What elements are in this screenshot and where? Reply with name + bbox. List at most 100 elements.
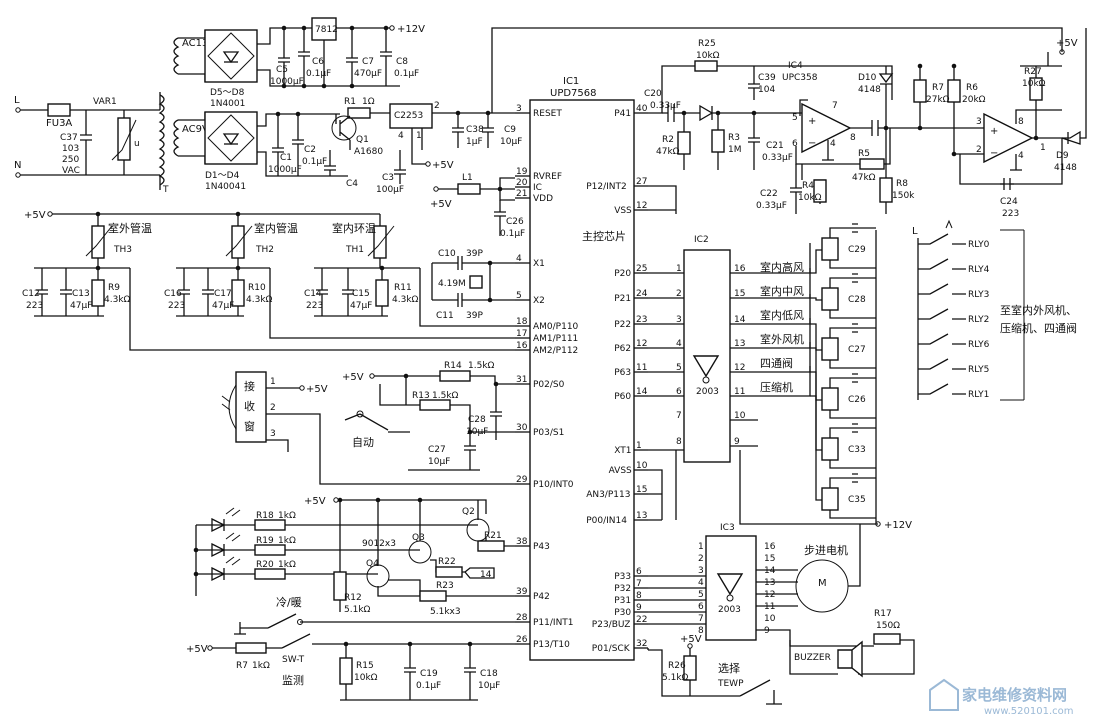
c2-name: C2 bbox=[304, 145, 316, 155]
ic3-out-num: 15 bbox=[764, 554, 775, 564]
r15-val: 10kΩ bbox=[354, 673, 378, 683]
rail-12v-right: +12V bbox=[739, 230, 912, 531]
ic3-in-num: 6 bbox=[698, 602, 704, 612]
th3-label: 室外管温 bbox=[108, 221, 152, 235]
reg-name: 7812 bbox=[315, 25, 338, 35]
ic1-pin-name: P01/SCK bbox=[592, 644, 631, 654]
relay-cap-name: C28 bbox=[848, 295, 866, 305]
ic1-pin-name: P00/IN14 bbox=[586, 516, 627, 526]
r18-name: R18 bbox=[256, 511, 274, 521]
ic1-pin-name: RESET bbox=[533, 109, 562, 119]
c8-val: 0.1μF bbox=[394, 69, 419, 79]
ic1-pin-num: 13 bbox=[636, 511, 647, 521]
ic1-core: 主控芯片 bbox=[582, 229, 626, 243]
load-label: 室内中风 bbox=[760, 284, 804, 298]
ic1-pin-num: 23 bbox=[636, 315, 647, 325]
rx-5v: +5V bbox=[306, 384, 328, 395]
r20-val: 1kΩ bbox=[278, 560, 296, 570]
c13-val: 47μF bbox=[70, 301, 92, 311]
c38-name: C38 bbox=[466, 125, 484, 135]
crystal-val: 4.19M bbox=[438, 279, 466, 289]
bridge1-part: 1N4001 bbox=[210, 99, 245, 109]
r3-val: 1M bbox=[728, 145, 742, 155]
reg-12v: 7812 +12V C5 1000μF C6 0.1μF C7 470μF C8… bbox=[257, 17, 425, 87]
ic4-p5: 5 bbox=[792, 113, 798, 123]
ic1-pin-name: AN3/P113 bbox=[586, 490, 630, 500]
c37-v2: 250 bbox=[62, 155, 79, 165]
ic2-in-num: 6 bbox=[676, 387, 682, 397]
d9-part: 4148 bbox=[1054, 163, 1077, 173]
c9-name: C9 bbox=[504, 125, 516, 135]
ic1-part: UPD7568 bbox=[550, 88, 597, 99]
r5-name: R5 bbox=[858, 149, 870, 159]
leds-5v: +5V bbox=[304, 496, 326, 507]
c3-val: 100μF bbox=[376, 185, 404, 195]
l1-name: L1 bbox=[462, 173, 473, 183]
ic1-pin-name: P10/INT0 bbox=[533, 480, 574, 490]
c27-val: 10μF bbox=[428, 457, 450, 467]
ic3-in-num: 7 bbox=[698, 614, 704, 624]
bridge-rectifier-2: D1～D4 1N40041 bbox=[204, 111, 258, 192]
opamp-b-minus: − bbox=[990, 148, 998, 159]
r4-val: 10kΩ bbox=[798, 193, 822, 203]
swt-5v: +5V bbox=[186, 644, 208, 655]
relay-name: RLY6 bbox=[968, 340, 990, 350]
c26-name: C26 bbox=[506, 217, 524, 227]
ic1-pin-num: 27 bbox=[636, 177, 647, 187]
ic2-in-num: 5 bbox=[676, 363, 682, 373]
rx-c3: 窗 bbox=[244, 419, 255, 433]
c17-name: C17 bbox=[214, 289, 232, 299]
relay-name: RLY1 bbox=[968, 390, 989, 400]
relays-note1: 至室内外风机、 bbox=[1000, 303, 1077, 317]
c37-v3: VAC bbox=[62, 166, 80, 176]
ic1-pin-name: P32 bbox=[614, 584, 631, 594]
r10-name: R10 bbox=[248, 283, 266, 293]
c39-val: 104 bbox=[758, 85, 775, 95]
r27-val: 10kΩ bbox=[1022, 79, 1046, 89]
ic3-out-num: 14 bbox=[764, 566, 776, 576]
line-n-label: N bbox=[14, 160, 21, 171]
c3-name: C3 bbox=[382, 173, 394, 183]
r8-name: R8 bbox=[896, 179, 908, 189]
junction-dots bbox=[95, 25, 1039, 647]
r19-val: 1kΩ bbox=[278, 536, 296, 546]
ic1-pin-name: X2 bbox=[533, 296, 545, 306]
swt-name: SW-T bbox=[282, 655, 305, 665]
c19-name: C19 bbox=[420, 669, 438, 679]
ic4-p3: 3 bbox=[976, 117, 982, 127]
ic1-pin-num: 17 bbox=[516, 329, 527, 339]
ic3-in-num: 2 bbox=[698, 554, 704, 564]
ic1-pin-name: AM1/P111 bbox=[533, 334, 578, 344]
reg-out: +12V bbox=[397, 24, 425, 35]
fuse-label: FU3A bbox=[46, 118, 72, 129]
ic1-pin-name: P03/S1 bbox=[533, 428, 564, 438]
c6-val: 0.1μF bbox=[306, 69, 331, 79]
swt-label: 监测 bbox=[282, 674, 304, 687]
crystal-circuit: C10 39P C11 39P 4.19M bbox=[431, 249, 515, 321]
ic1-pin-num: 18 bbox=[516, 317, 528, 327]
c38-val: 1μF bbox=[466, 137, 483, 147]
c16-val: 223 bbox=[168, 301, 185, 311]
r25-val: 10kΩ bbox=[696, 51, 720, 61]
c18-name: C18 bbox=[480, 669, 498, 679]
varistor bbox=[117, 117, 131, 161]
ic4-p1: 1 bbox=[1040, 143, 1046, 153]
ic4-p4: 4 bbox=[830, 139, 836, 149]
temp-select: +5V R26 5.1kΩ 选择 TEWP bbox=[648, 634, 782, 705]
opamp-b bbox=[983, 112, 1034, 164]
c7-name: C7 bbox=[362, 57, 374, 67]
c28-val: 10μF bbox=[466, 427, 488, 437]
load-label: 室外风机 bbox=[760, 332, 804, 346]
ic1-pin-name: VSS bbox=[614, 206, 632, 216]
ic1-pin-name: P13/T10 bbox=[533, 640, 570, 650]
motor-m: M bbox=[818, 578, 827, 589]
r27-name: R27 bbox=[1024, 67, 1042, 77]
q1-name: Q1 bbox=[356, 135, 369, 145]
ic4-p6: 6 bbox=[792, 139, 798, 149]
rx-p3: 3 bbox=[270, 429, 276, 439]
relays-note2: 压缩机、四通阀 bbox=[1000, 321, 1077, 335]
ac13-label: AC13V bbox=[182, 38, 215, 49]
